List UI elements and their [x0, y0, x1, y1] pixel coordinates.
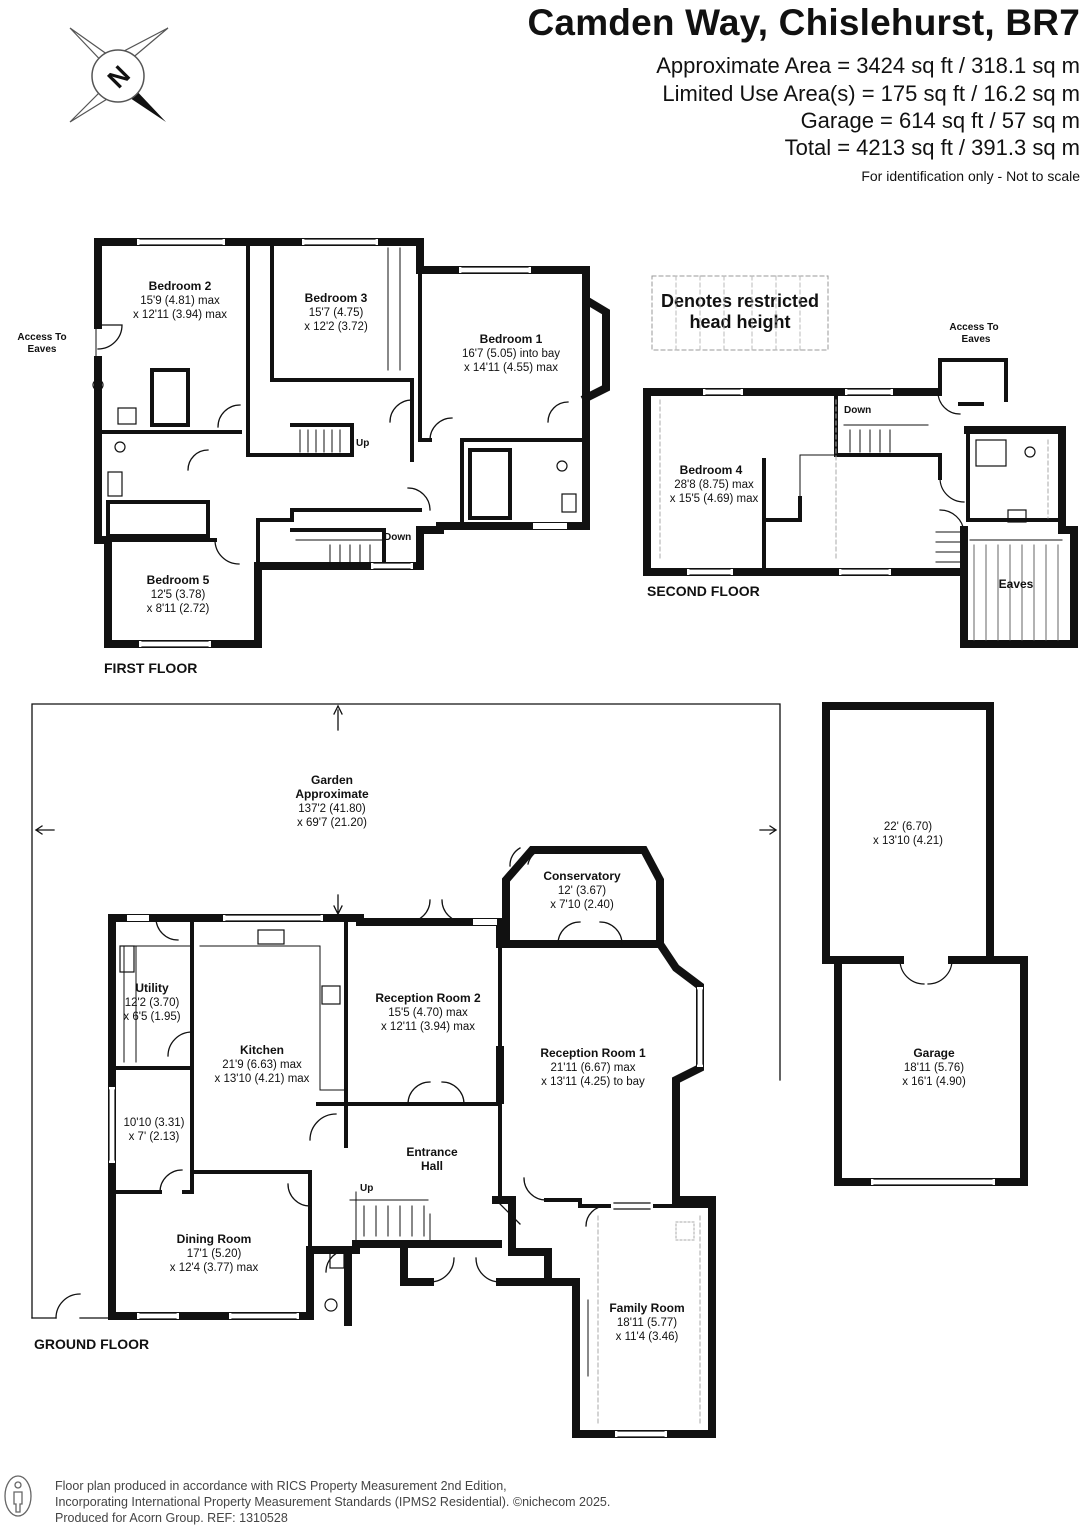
bedroom2-dim1: 15'9 (4.81) max — [140, 295, 220, 307]
ff-stairs-up: Up — [356, 438, 369, 449]
first-floor-labels: Bedroom 2 15'9 (4.81) max x 12'11 (3.94)… — [17, 279, 560, 676]
footer-line2: Incorporating International Property Mea… — [55, 1495, 611, 1509]
gf-stairs-up: Up — [360, 1183, 373, 1194]
garage-dim2: x 16'1 (4.90) — [902, 1076, 966, 1088]
store-dim1: 10'10 (3.31) — [123, 1117, 184, 1129]
compass-icon: N — [69, 27, 169, 123]
ff-access-eaves-2: Eaves — [28, 344, 57, 355]
utility-name: Utility — [135, 981, 169, 995]
ff-stairs-down: Down — [384, 532, 411, 543]
garage-upper-dim1: 22' (6.70) — [884, 821, 932, 833]
bedroom5-dim1: 12'5 (3.78) — [151, 589, 206, 601]
sf-stairs-down: Down — [844, 405, 871, 416]
reception1-dim2: x 13'11 (4.25) to bay — [541, 1076, 645, 1088]
reception1-dim1: 21'11 (6.67) max — [550, 1062, 635, 1074]
conservatory-dim2: x 7'10 (2.40) — [550, 899, 614, 911]
utility-dim2: x 6'5 (1.95) — [123, 1011, 180, 1023]
limited-use-area: Limited Use Area(s) = 175 sq ft / 16.2 s… — [662, 81, 1080, 106]
garden-name2: Approximate — [295, 787, 369, 801]
bedroom1-name: Bedroom 1 — [480, 332, 543, 346]
garage-dim1: 18'11 (5.76) — [904, 1062, 964, 1074]
kitchen-dim2: x 13'10 (4.21) max — [215, 1073, 310, 1085]
family-dim2: x 11'4 (3.46) — [616, 1331, 679, 1343]
sf-access-eaves-1: Access To — [949, 322, 998, 333]
bedroom5-dim2: x 8'11 (2.72) — [147, 603, 210, 615]
bedroom2-dim2: x 12'11 (3.94) max — [133, 309, 227, 321]
bedroom4-dim1: 28'8 (8.75) max — [674, 479, 754, 491]
total-area: Total = 4213 sq ft / 391.3 sq m — [784, 135, 1080, 160]
restricted-legend-line2: head height — [689, 312, 791, 332]
garden-dim1: 137'2 (41.80) — [298, 803, 366, 815]
bedroom2-name: Bedroom 2 — [149, 279, 212, 293]
dining-name: Dining Room — [177, 1232, 252, 1246]
rics-person-icon — [4, 1475, 32, 1517]
dining-dim2: x 12'4 (3.77) max — [170, 1262, 259, 1274]
ground-floor-plan — [31, 702, 1028, 1438]
family-name: Family Room — [609, 1301, 684, 1315]
footer-line3: Produced for Acorn Group. REF: 1310528 — [55, 1511, 288, 1525]
conservatory-name: Conservatory — [543, 869, 621, 883]
ff-access-eaves-1: Access To — [17, 332, 66, 343]
garage-name: Garage — [913, 1046, 955, 1060]
bedroom4-name: Bedroom 4 — [680, 463, 743, 477]
store-dim2: x 7' (2.13) — [129, 1131, 180, 1143]
reception2-dim1: 15'5 (4.70) max — [388, 1007, 468, 1019]
entrance-name1: Entrance — [406, 1145, 458, 1159]
bedroom3-dim2: x 12'2 (3.72) — [304, 321, 368, 333]
bedroom1-dim1: 16'7 (5.05) into bay — [462, 348, 560, 360]
second-floor-labels: Bedroom 4 28'8 (8.75) max x 15'5 (4.69) … — [647, 322, 1034, 599]
scale-note: For identification only - Not to scale — [861, 168, 1080, 184]
footer-credits: Floor plan produced in accordance with R… — [55, 1478, 610, 1526]
sf-access-eaves-2: Eaves — [962, 334, 991, 345]
kitchen-dim1: 21'9 (6.63) max — [222, 1059, 302, 1071]
ground-floor-label: GROUND FLOOR — [34, 1336, 149, 1352]
family-dim1: 18'11 (5.77) — [617, 1317, 677, 1329]
second-floor-plan — [643, 275, 1078, 648]
entrance-name2: Hall — [421, 1159, 443, 1173]
ground-floor-labels: Garden Approximate 137'2 (41.80) x 69'7 … — [34, 773, 966, 1352]
utility-dim1: 12'2 (3.70) — [125, 997, 180, 1009]
bedroom3-dim1: 15'7 (4.75) — [309, 307, 364, 319]
second-floor-label: SECOND FLOOR — [647, 583, 760, 599]
footer-line1: Floor plan produced in accordance with R… — [55, 1479, 507, 1493]
bedroom3-name: Bedroom 3 — [305, 291, 368, 305]
first-floor-plan — [92, 238, 610, 648]
reception2-dim2: x 12'11 (3.94) max — [381, 1021, 475, 1033]
eaves-label: Eaves — [999, 577, 1034, 591]
first-floor-label: FIRST FLOOR — [104, 660, 197, 676]
bedroom1-dim2: x 14'11 (4.55) max — [464, 362, 558, 374]
bedroom4-dim2: x 15'5 (4.69) max — [670, 493, 759, 505]
garden-name1: Garden — [311, 773, 353, 787]
garage-area: Garage = 614 sq ft / 57 sq m — [800, 108, 1080, 133]
approx-area: Approximate Area = 3424 sq ft / 318.1 sq… — [656, 53, 1080, 78]
bedroom5-name: Bedroom 5 — [147, 573, 210, 587]
conservatory-dim1: 12' (3.67) — [558, 885, 606, 897]
garden-dim2: x 69'7 (21.20) — [297, 817, 367, 829]
reception2-name: Reception Room 2 — [375, 991, 481, 1005]
reception1-name: Reception Room 1 — [540, 1046, 646, 1060]
plan-title: Camden Way, Chislehurst, BR7 — [527, 2, 1080, 43]
dining-dim1: 17'1 (5.20) — [187, 1248, 242, 1260]
garage-upper-dim2: x 13'10 (4.21) — [873, 835, 943, 847]
kitchen-name: Kitchen — [240, 1043, 284, 1057]
